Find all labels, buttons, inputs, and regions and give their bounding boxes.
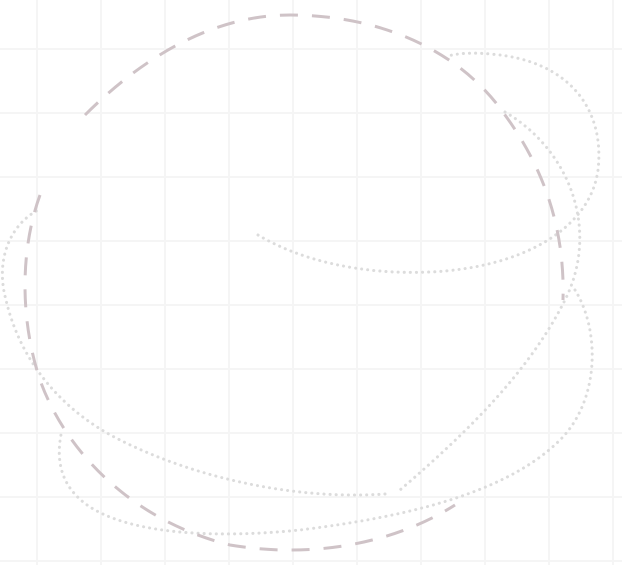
dashed-loop-stroke: [23, 13, 565, 552]
dotted-loop-stroke: [1, 51, 601, 536]
